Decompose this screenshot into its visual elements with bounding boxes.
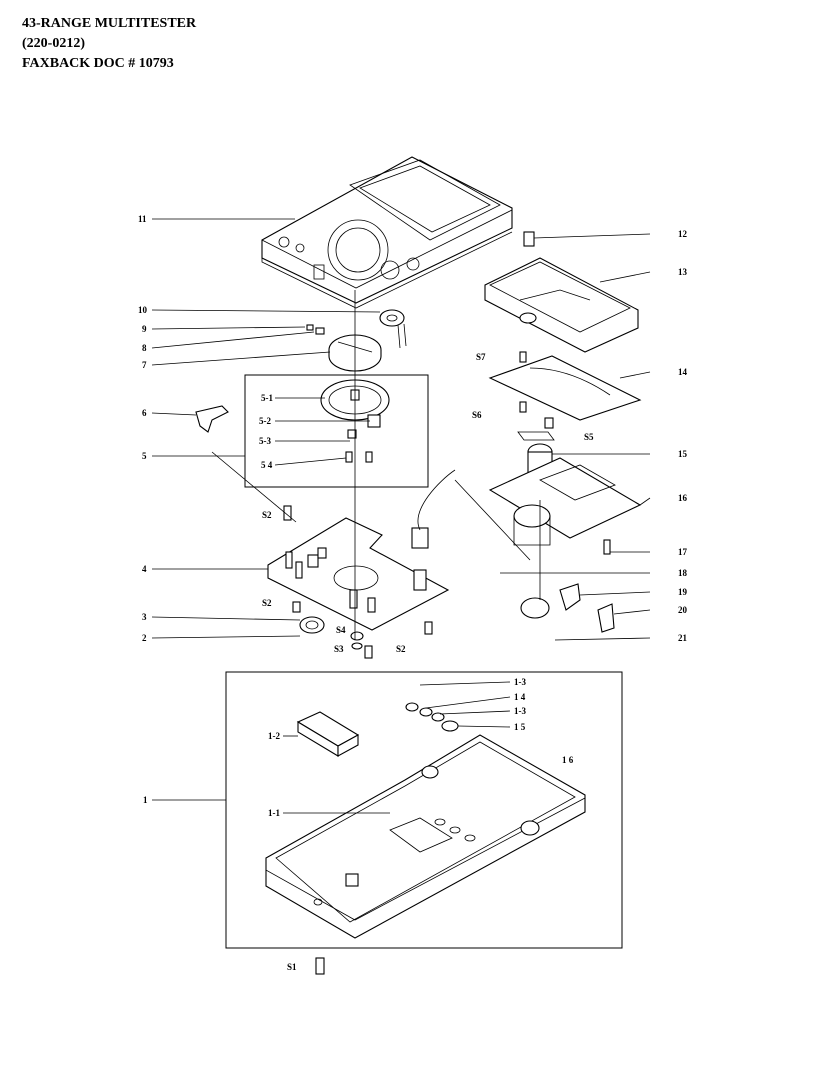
callout-1-1: 1-1 [268, 808, 280, 818]
callout-21: 21 [678, 633, 688, 643]
header-title: 43-RANGE MULTITESTER [22, 16, 197, 31]
callout-s2-c: S2 [396, 644, 406, 654]
callout-3: 3 [142, 612, 147, 622]
callout-1: 1 [143, 795, 148, 805]
battery-part [296, 711, 360, 757]
callout-5-4: 5 4 [261, 460, 273, 470]
callout-1-4: 1 4 [514, 692, 526, 702]
callout-s4: S4 [336, 625, 346, 635]
callout-s2-b: S2 [262, 598, 272, 608]
screw-s1-part [315, 957, 325, 975]
callout-s2-a: S2 [262, 510, 272, 520]
callout-17: 17 [678, 547, 688, 557]
callout-labels: 11 10 9 8 7 6 5 5-1 5-2 5-3 5 4 4 3 2 1 … [138, 214, 688, 972]
document-header: 43-RANGE MULTITESTER (220-0212) FAXBACK … [22, 14, 196, 74]
meter-frame-part [488, 457, 642, 546]
contact-parts [520, 539, 615, 633]
callout-11: 11 [138, 214, 147, 224]
jack-parts [405, 702, 459, 732]
callout-s3: S3 [334, 644, 344, 654]
callout-12: 12 [678, 229, 688, 239]
screw-12-part [523, 231, 535, 247]
callout-15: 15 [678, 449, 688, 459]
callout-19: 19 [678, 587, 688, 597]
callout-8: 8 [142, 343, 147, 353]
header-doc-number: FAXBACK DOC # 10793 [22, 56, 174, 71]
callout-1-5: 1 5 [514, 722, 526, 732]
screw-8-part [315, 327, 325, 335]
callout-1-6: 1 6 [562, 755, 574, 765]
fuse-clip-part [299, 616, 325, 634]
screw-9-part [306, 324, 314, 331]
leader-lines [151, 218, 651, 814]
callout-4: 4 [142, 564, 147, 574]
callout-5: 5 [142, 451, 147, 461]
ring-part [379, 309, 407, 349]
callout-9: 9 [142, 324, 147, 334]
callout-16: 16 [678, 493, 688, 503]
circuit-board-part [267, 469, 456, 631]
header-part-number: (220-0212) [22, 36, 85, 51]
callout-1-3-a: 1-3 [514, 677, 526, 687]
callout-1-3-b: 1-3 [514, 706, 526, 716]
callout-s7: S7 [476, 352, 486, 362]
callout-s5: S5 [584, 432, 594, 442]
callout-5-1: 5-1 [261, 393, 273, 403]
rear-case-part [265, 734, 586, 939]
callout-6: 6 [142, 408, 147, 418]
switch-assembly-box [244, 374, 429, 488]
callout-s6: S6 [472, 410, 482, 420]
callout-s1: S1 [287, 962, 297, 972]
screw-s3-s4-parts [350, 631, 373, 659]
meter-window-part [484, 257, 639, 353]
callout-10: 10 [138, 305, 148, 315]
case-assembly-box [225, 671, 623, 949]
callout-7: 7 [142, 360, 147, 370]
callout-14: 14 [678, 367, 688, 377]
front-cover-part [261, 156, 513, 309]
callout-5-2: 5-2 [259, 416, 271, 426]
callout-18: 18 [678, 568, 688, 578]
scale-plate-part [488, 351, 642, 429]
callout-1-2: 1-2 [268, 731, 280, 741]
callout-5-3: 5-3 [259, 436, 271, 446]
clip-part [195, 405, 229, 433]
callout-20: 20 [678, 605, 688, 615]
callout-13: 13 [678, 267, 688, 277]
screw-s2-parts [283, 505, 433, 635]
callout-2: 2 [142, 633, 147, 643]
